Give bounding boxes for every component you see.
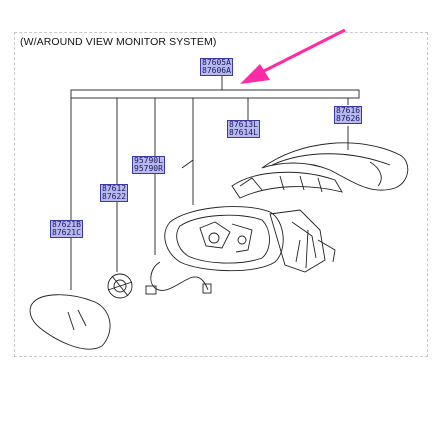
mirror-glass-shape [29,294,111,350]
diagram-title: (W/AROUND VIEW MONITOR SYSTEM) [20,36,217,48]
garnish-shape [231,171,343,199]
mirror-cap-shape [261,142,409,191]
actuator-motor [107,273,133,299]
diagram-frame [14,32,428,357]
leader-bracket-top [70,89,360,99]
mirror-housing-shape [164,206,284,272]
highlight-arrow-icon [240,28,346,84]
wire-harness [150,261,209,291]
mirror-base-shape [269,209,326,273]
